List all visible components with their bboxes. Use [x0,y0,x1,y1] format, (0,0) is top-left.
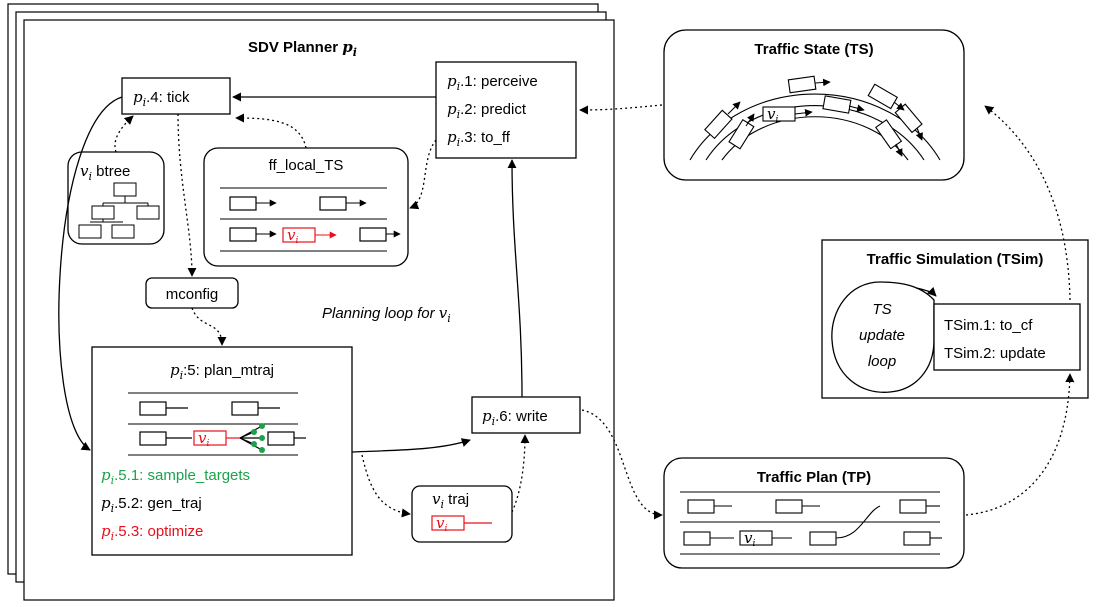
ff-local-vehicles: vi [229,196,401,246]
svg-text:loop: loop [868,353,896,370]
svg-text:pi.2: predict: pi.2: predict [447,100,527,121]
ff-local-ego-label: vi [287,226,298,246]
traffic-state-ego-label: vi [767,105,778,125]
step-sample-targets: pi.5.1: sample_targets [101,466,250,487]
tsim-steps-node [933,303,1081,371]
traffic-state-title: Traffic State (TS) [754,41,873,58]
step-optimize: pi.5.3: optimize [101,522,203,543]
traj-ego-label: vi [436,514,447,534]
ff-local-ts-label: ff_local_TS [269,157,344,174]
step-gen-traj: pi.5.2: gen_traj [101,494,202,515]
planning-loop-label: Planning loop for vi [322,304,451,325]
svg-text:pi.3: to_ff: pi.3: to_ff [447,128,511,149]
perceive-lines: pi.1: perceive pi.2: predict pi.3: to_ff [447,72,538,149]
traffic-sim-title: Traffic Simulation (TSim) [867,251,1044,268]
svg-text:update: update [859,327,905,344]
traffic-plan-node [663,457,965,569]
plan-mtraj-ego-label: vi [198,429,209,449]
plan-mtraj-node [91,346,353,556]
perceive-node [435,61,577,159]
traffic-state-vehicles [704,75,923,150]
traffic-plan-ego-label: vi [744,529,755,549]
ts-loop-arrow [915,286,937,297]
plan-mtraj-vehicles: vi [139,401,306,453]
write-node [471,396,581,434]
write-label: pi.6: write [482,407,548,428]
system-dotted-arrows [579,104,1075,520]
traffic-plan-title: Traffic Plan (TP) [757,469,871,486]
btree-label: vi btree [80,162,130,183]
planner-arrows [58,92,523,453]
plan-mtraj-road [128,392,298,456]
mconfig-label: mconfig [166,286,219,303]
btree-icon [78,182,160,239]
traffic-state-headings [727,78,923,157]
plan-mtraj-label: pi:5: plan_mtraj [170,361,274,382]
svg-text:pi.1: perceive: pi.1: perceive [447,72,538,93]
ff-local-road [220,187,387,252]
ts-update-loop-label: TS update loop [859,301,905,370]
tsim-step-1: TSim.1: to_cf [944,317,1033,334]
planner-title: SDV Planner pi [248,38,357,59]
traffic-plan-road [680,491,940,555]
traj-label: vi traj [432,490,469,511]
svg-text:TS: TS [872,301,891,318]
tick-node [121,77,231,115]
traffic-plan-vehicles [683,499,942,546]
planner-dotted-arrows [114,113,530,518]
tsim-step-2: TSim.2: update [944,345,1046,362]
tick-label: pi.4: tick [133,88,190,109]
